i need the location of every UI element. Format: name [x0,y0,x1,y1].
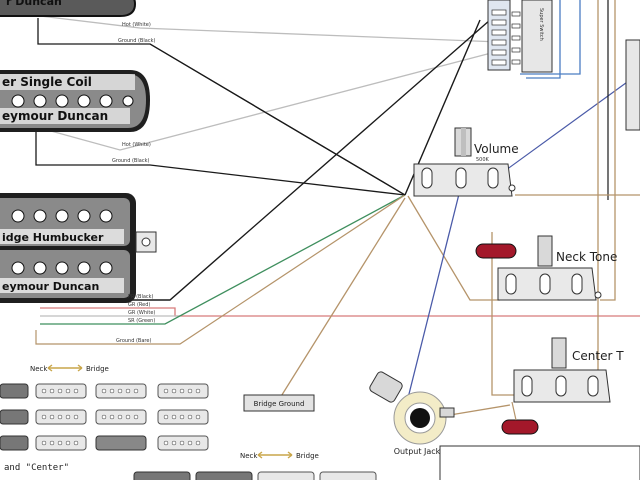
label-hb-ground: Ground (Bare) [116,338,151,344]
wire-right-vertical-2 [600,0,616,301]
wire-neck-to-center [491,232,518,396]
bridge-ground-label: Bridge Ground [254,400,305,408]
bridge-ground: Bridge Ground [243,394,315,412]
pickup-top-label: r Duncan [6,0,62,8]
pickup-middle-label-1: er Single Coil [2,75,92,89]
center-tone-pot: Center T [501,337,624,435]
pickup-middle-single-coil: er Single Coil eymour Duncan [0,70,150,132]
wire-hb-bare [35,194,406,345]
label-hb-3: GR (White) [128,310,155,316]
wire-labels: Hot (White) Ground (Black) Hot (White) G… [112,22,155,344]
label-top-ground: Ground (Black) [118,38,155,44]
output-jack: Output Jack [369,371,455,456]
pole-pieces [11,94,134,108]
wire-blue-jack [404,189,461,411]
switch-lugs-right [511,11,521,65]
label-top-hot: Hot (White) [122,22,151,28]
switch-label: Super Switch [538,8,544,41]
output-jack-label: Output Jack [394,447,441,456]
pickup-humbucker-label-1: idge Humbucker [2,231,104,244]
wire-jack-to-center [449,404,511,416]
label-hb-2: GR (Red) [128,302,150,308]
legend-bridge: Bridge [86,365,109,373]
neck-tone-capacitor [475,243,517,259]
label-hb-1: PR (Black) [128,294,154,300]
legend-caption: and "Center" [4,463,69,473]
legend-arrow-icon [47,364,83,372]
wire-mid-ground [35,130,406,196]
center-tone-label: Center T [572,349,624,363]
legend-bridge-2: Bridge [296,452,319,460]
neck-tone-label: Neck Tone [556,250,617,264]
center-tone-capacitor [501,419,539,435]
wires [35,0,640,416]
humbucker-poles-bottom [11,261,113,275]
legend-row-4 [133,471,377,480]
wire-vol-to-neck [407,195,500,301]
switch-lugs-left [491,9,507,66]
legend-neck: Neck [30,365,48,373]
pickup-middle-label-2: eymour Duncan [2,109,108,123]
wire-hb-red [40,307,640,317]
label-mid-hot: Hot (White) [122,142,151,148]
pickup-neck-single-coil: r Duncan [0,0,137,17]
wire-bridge-ground [279,197,406,399]
legend-row-3 [0,435,209,451]
legend-arrow-2-icon [257,451,293,459]
volume-label: Volume [474,142,519,156]
wire-top-hot [39,15,501,43]
pickup-humbucker-label-2: eymour Duncan [2,280,99,293]
humbucker-poles-top [11,209,113,223]
legend-neck-2: Neck [240,452,258,460]
super-switch: Super Switch [404,0,640,196]
wire-blue-switch [494,79,631,179]
wire-hb-green [40,194,406,325]
volume-pot: Volume 500K [413,127,519,197]
label-hb-4: SR (Green) [128,318,155,324]
label-mid-ground: Ground (Black) [112,158,149,164]
legend: Neck Bridge [0,364,640,480]
volume-value: 500K [476,157,490,163]
neck-tone-pot: Neck Tone [475,235,617,301]
wire-mid-hot [39,51,496,151]
wire-black-cross-1 [149,43,406,196]
pickup-bridge-humbucker: idge Humbucker eymour Duncan [0,193,157,303]
